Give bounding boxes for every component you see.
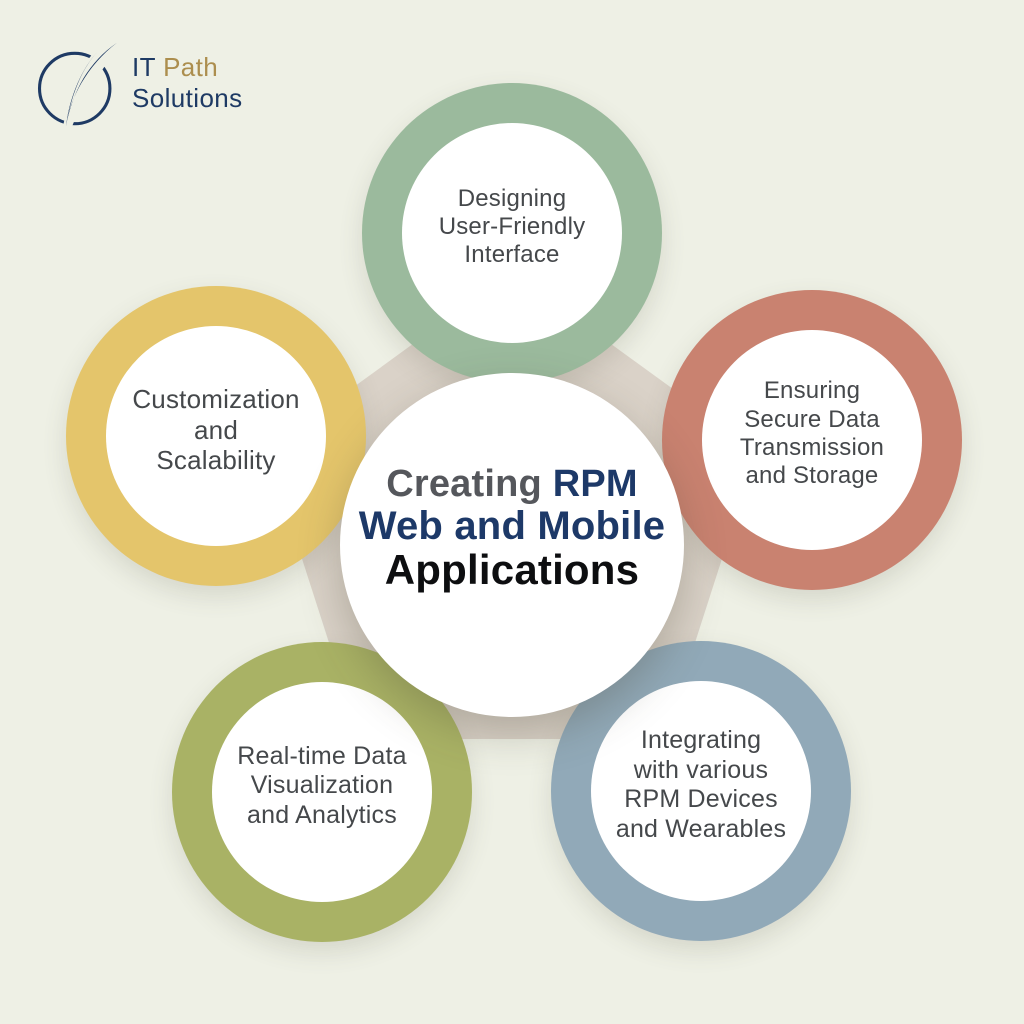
crescent-swoosh-icon bbox=[37, 40, 121, 128]
center-word-rpm: RPM bbox=[552, 462, 638, 505]
center-title-line-1: Creating RPM bbox=[359, 462, 666, 505]
logo-word-path: Path bbox=[163, 52, 219, 82]
center-word-creating: Creating bbox=[386, 462, 553, 505]
logo-line-1: IT Path bbox=[132, 52, 243, 83]
node-label: Integrating with various RPM Devices and… bbox=[616, 726, 786, 844]
node-inner-circle: Customization and Scalability bbox=[106, 326, 326, 546]
label-line: Secure Data bbox=[744, 405, 880, 433]
label-line: Transmission bbox=[739, 434, 885, 461]
node-integrating-rpm-devices: Integrating with various RPM Devices and… bbox=[551, 641, 851, 941]
label-line: and Analytics bbox=[247, 800, 397, 829]
label-line: RPM Devices bbox=[624, 785, 778, 813]
logo-wordmark: IT Path Solutions bbox=[132, 52, 243, 114]
center-title-line-2: Web and Mobile bbox=[358, 503, 666, 548]
node-designing-user-friendly-interface: Designing User-Friendly Interface bbox=[362, 83, 662, 383]
it-path-solutions-logo: IT Path Solutions bbox=[36, 40, 243, 130]
label-line: and Storage bbox=[745, 462, 879, 490]
label-line: Integrating bbox=[640, 726, 762, 754]
node-ensuring-secure-data: Ensuring Secure Data Transmission and St… bbox=[662, 290, 962, 590]
logo-line-2: Solutions bbox=[132, 83, 243, 114]
node-label: Designing User-Friendly Interface bbox=[439, 185, 586, 270]
label-line: Real-time Data bbox=[237, 741, 407, 770]
center-title: Creating RPM Web and Mobile Applications bbox=[358, 462, 666, 593]
node-inner-circle: Real-time Data Visualization and Analyti… bbox=[212, 682, 432, 902]
center-circle: Creating RPM Web and Mobile Applications bbox=[340, 373, 684, 717]
label-line: Customization bbox=[132, 383, 300, 414]
label-line: and Wearables bbox=[615, 814, 787, 843]
logo-word-it: IT bbox=[132, 52, 156, 82]
node-customization-scalability: Customization and Scalability bbox=[66, 286, 366, 586]
label-line: Designing bbox=[457, 184, 567, 212]
node-inner-circle: Designing User-Friendly Interface bbox=[402, 123, 622, 343]
node-inner-circle: Ensuring Secure Data Transmission and St… bbox=[702, 330, 922, 550]
label-line: Ensuring bbox=[763, 377, 861, 405]
label-line: Visualization bbox=[250, 771, 394, 800]
node-inner-circle: Integrating with various RPM Devices and… bbox=[591, 681, 811, 901]
label-line: Scalability bbox=[156, 445, 276, 476]
node-label: Customization and Scalability bbox=[132, 384, 299, 476]
node-label: Real-time Data Visualization and Analyti… bbox=[237, 742, 407, 831]
label-line: and bbox=[194, 414, 238, 445]
label-line: with various bbox=[633, 755, 769, 784]
label-line: User-Friendly bbox=[438, 212, 586, 240]
center-title-line-3: Applications bbox=[384, 545, 640, 593]
node-label: Ensuring Secure Data Transmission and St… bbox=[740, 377, 884, 490]
label-line: Interface bbox=[464, 241, 560, 269]
logo-word-solutions: Solutions bbox=[132, 83, 243, 113]
